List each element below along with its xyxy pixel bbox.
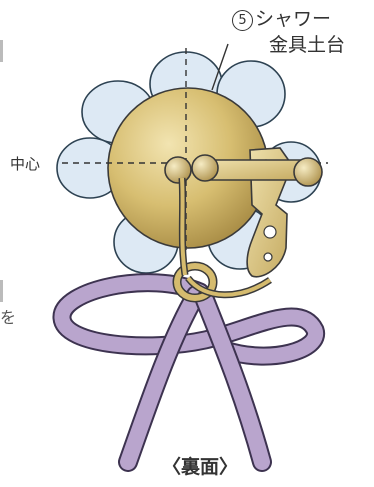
cord bbox=[62, 283, 316, 462]
caption-back-side: 〈裏面〉 bbox=[162, 452, 238, 479]
page-edge-mark-top bbox=[0, 40, 3, 62]
center-label: 中心 bbox=[10, 153, 40, 174]
part-name-line2: 金具土台 bbox=[269, 34, 345, 56]
screw-ball-left bbox=[165, 157, 191, 183]
part-number-badge: 5 bbox=[232, 10, 253, 31]
part-name-line1: シャワー bbox=[255, 8, 331, 30]
side-text-fragment: を bbox=[0, 304, 16, 328]
page-edge-mark-bottom bbox=[0, 280, 3, 302]
screw-ball-right bbox=[294, 158, 322, 186]
